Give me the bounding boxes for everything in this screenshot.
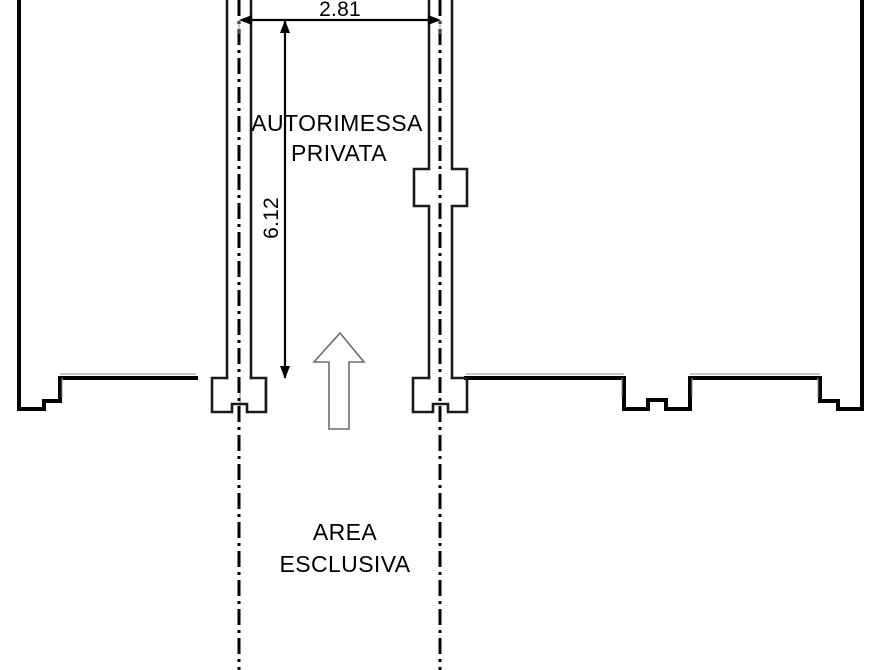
entry-direction-arrow (312, 331, 366, 430)
garage-wall-left (210, 0, 268, 414)
floor-hairlines (60, 373, 820, 412)
exclusive-area-label-line-2: ESCLUSIVA (280, 551, 411, 577)
exclusive-area-label-line-1: AREA (313, 519, 377, 545)
garage-width-dimension-label: 2.81 (319, 0, 361, 21)
garage-depth-dimension: 6.12 (260, 20, 290, 379)
garage-width-dimension: 2.81 (238, 0, 441, 34)
garage-label-line-1: AUTORIMESSA (251, 110, 423, 136)
garage-label-line-2: PRIVATA (291, 140, 387, 166)
building-outline-left (17, 0, 198, 411)
garage-wall-right (411, 0, 469, 414)
building-outline-right (464, 0, 864, 411)
garage-label: AUTORIMESSA PRIVATA (251, 110, 423, 166)
garage-depth-dimension-label: 6.12 (260, 197, 283, 239)
exclusive-area-label: AREA ESCLUSIVA (280, 519, 411, 577)
